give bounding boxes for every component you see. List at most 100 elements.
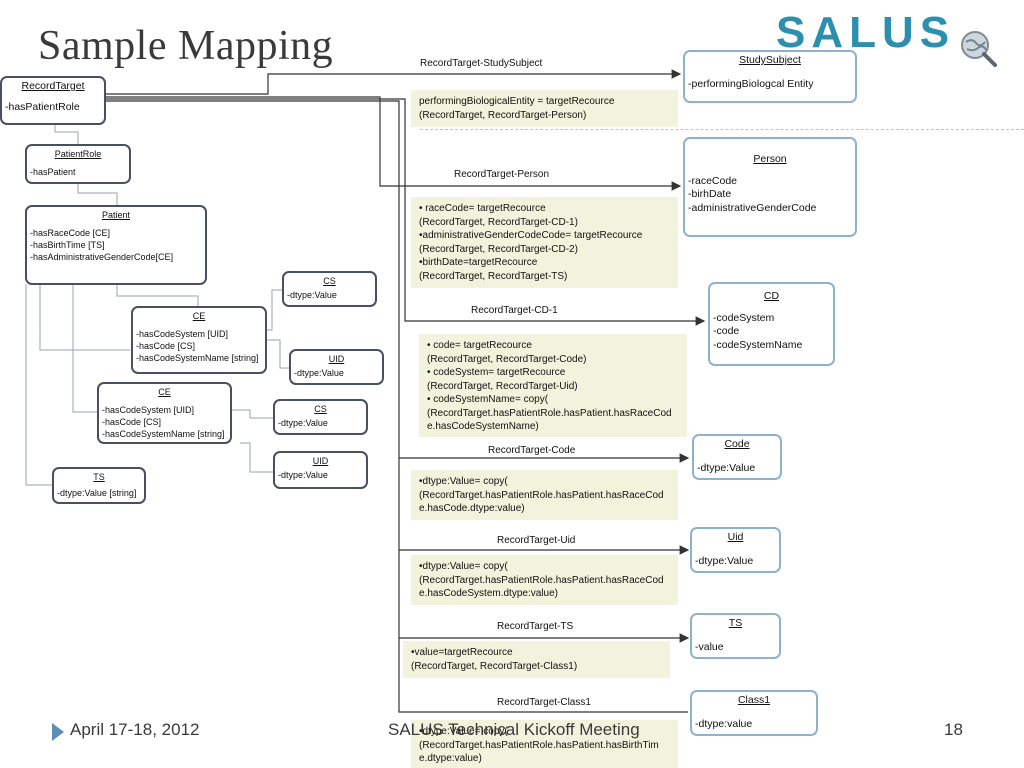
patient-role-title: PatientRole — [54, 149, 102, 159]
footer-triangle-icon — [52, 723, 64, 741]
footer-date: April 17-18, 2012 — [70, 720, 200, 739]
mapping-note-code: •dtype:Value= copy( (RecordTarget.hasPat… — [411, 470, 678, 520]
class1-attr: -dtype:value — [695, 717, 753, 730]
footer-page-number: 18 — [944, 720, 963, 739]
note-line: (RecordTarget, RecordTarget-Code) — [427, 353, 587, 365]
cs-box-2[interactable]: CS -dtype:Value — [273, 399, 368, 435]
ts-source-title: TS — [93, 472, 105, 482]
link-patient-ce2 — [72, 284, 97, 413]
ts-box-source[interactable]: TS -dtype:Value [string] — [52, 467, 146, 504]
record-target-attr: -hasPatientRole — [5, 101, 80, 113]
uid-target-title: Uid — [727, 531, 744, 543]
patient-attr: -hasRaceCode [CE] — [30, 228, 111, 238]
person-box[interactable]: Person -raceCode -birhDate -administrati… — [683, 137, 857, 237]
cs2-attr: -dtype:Value — [278, 418, 328, 428]
edge-line-spine — [105, 100, 688, 713]
link-patient-ce1 — [116, 284, 199, 308]
footer-event: SALUS Technical Kickoff Meeting — [388, 720, 640, 739]
note-line: • codeSystemName= copy( — [427, 394, 549, 405]
note-line: e.hasCodeSystemName) — [427, 421, 539, 432]
mapping-note-person: • raceCode= targetRecource (RecordTarget… — [411, 197, 678, 288]
link-rt-patientrole — [54, 124, 79, 147]
note-line: e.hasCode.dtype:value) — [419, 503, 525, 514]
study-subject-box[interactable]: StudySubject -performingBiologcal Entity — [683, 50, 857, 103]
study-subject-attr: -performingBiologcal Entity — [688, 77, 814, 90]
cd-attr: -code — [713, 325, 740, 337]
link-patientrole-patient — [77, 183, 118, 205]
link-ce2-cs2 — [231, 409, 274, 419]
mapping-note-study-subject: performingBiologicalEntity = targetRecou… — [411, 90, 678, 127]
ce-box-1[interactable]: CE -hasCodeSystem [UID] -hasCode [CS] -h… — [131, 306, 267, 374]
uid-box-2[interactable]: UID -dtype:Value — [273, 451, 368, 489]
ce2-attr: -hasCodeSystemName [string] — [102, 429, 225, 439]
person-attr: -birhDate — [688, 188, 732, 200]
edge-line-study-subject — [105, 69, 682, 95]
person-attr: -raceCode — [688, 174, 738, 187]
edge-line-person — [105, 96, 682, 191]
edge-label-study-subject: RecordTarget-StudySubject — [420, 58, 543, 69]
ce2-attr: -hasCode [CS] — [102, 417, 162, 427]
note-line: (RecordTarget, RecordTarget-TS) — [419, 270, 568, 282]
study-subject-title: StudySubject — [739, 54, 801, 66]
note-line: (RecordTarget, RecordTarget-CD-2) — [419, 243, 578, 255]
note-line: • code= targetRecource — [427, 340, 532, 351]
globe-magnifier-icon — [961, 31, 997, 67]
ce1-attr: -hasCodeSystemName [string] — [136, 353, 259, 363]
mapping-note-ts: •value=targetRecource (RecordTarget, Rec… — [403, 641, 670, 678]
ts-target-title: TS — [728, 617, 743, 629]
edge-label-code: RecordTarget-Code — [488, 445, 576, 456]
note-line: (RecordTarget.hasPatientRole.hasPatient.… — [419, 574, 664, 586]
patient-role-attr: -hasPatient — [30, 167, 76, 177]
edge-label-uid: RecordTarget-Uid — [497, 535, 576, 546]
edge-label-ts: RecordTarget-TS — [497, 621, 574, 632]
class1-title: Class1 — [737, 694, 771, 706]
link-patient-ts — [25, 284, 52, 486]
record-target-title: RecordTarget — [21, 80, 85, 92]
patient-role-box[interactable]: PatientRole -hasPatient — [25, 144, 131, 184]
salus-logo: SALUS — [776, 8, 956, 57]
note-line: e.dtype:value) — [419, 753, 482, 764]
record-target-box[interactable]: RecordTarget -hasPatientRole — [0, 76, 106, 125]
note-line: •birthDate=targetRecource — [419, 257, 538, 268]
mapping-note-class1: •dtype:Value= copy( (RecordTarget.hasPat… — [411, 720, 678, 768]
ce1-attr: -hasCode [CS] — [136, 341, 196, 351]
note-line: (RecordTarget.hasPatientRole.hasPatient.… — [427, 407, 672, 419]
code-box[interactable]: Code -dtype:Value — [692, 434, 782, 480]
ts-source-attr: -dtype:Value [string] — [57, 488, 137, 498]
note-line: (RecordTarget.hasPatientRole.hasPatient.… — [419, 739, 659, 751]
patient-attr: -hasBirthTime [TS] — [30, 240, 105, 250]
link-ce1-uid1 — [267, 339, 290, 369]
class1-box[interactable]: Class1 -dtype:value — [690, 690, 818, 736]
ce2-attr: -hasCodeSystem [UID] — [102, 405, 195, 415]
edge-label-class1: RecordTarget-Class1 — [497, 697, 591, 708]
cs1-title: CS — [323, 276, 336, 286]
uid2-title: UID — [312, 456, 329, 466]
note-line: • raceCode= targetRecource — [419, 203, 546, 214]
uid-box-1[interactable]: UID -dtype:Value — [289, 349, 384, 385]
cd-box[interactable]: CD -codeSystem -code -codeSystemName — [708, 282, 835, 366]
note-line: (RecordTarget, RecordTarget-Class1) — [411, 660, 578, 672]
ce1-title: CE — [192, 311, 206, 321]
mapping-note-uid: •dtype:Value= copy( (RecordTarget.hasPat… — [411, 555, 678, 605]
note-line: (RecordTarget, RecordTarget-Uid) — [427, 380, 578, 392]
cs-box-1[interactable]: CS -dtype:Value — [282, 271, 377, 307]
note-line: e.hasCodeSystem.dtype:value) — [419, 588, 558, 599]
note-line: performingBiologicalEntity = targetRecou… — [419, 96, 615, 107]
note-line: • codeSystem= targetRecource — [427, 367, 566, 378]
note-line: (RecordTarget, RecordTarget-CD-1) — [419, 216, 578, 228]
ts-target-box[interactable]: TS -value — [690, 613, 781, 659]
person-title: Person — [753, 153, 787, 165]
uid-target-box[interactable]: Uid -dtype:Value — [690, 527, 781, 573]
patient-title: Patient — [101, 210, 131, 220]
link-patient-bracket — [39, 284, 130, 351]
slide-title: Sample Mapping — [38, 23, 334, 69]
cs1-attr: -dtype:Value — [287, 290, 337, 300]
ce-box-2[interactable]: CE -hasCodeSystem [UID] -hasCode [CS] -h… — [97, 382, 232, 444]
link-ce2-uid2 — [240, 442, 274, 473]
cs2-title: CS — [314, 404, 327, 414]
note-line: •dtype:Value= copy( — [419, 561, 508, 572]
note-line: (RecordTarget.hasPatientRole.hasPatient.… — [419, 489, 664, 501]
person-attr: -administrativeGenderCode — [688, 201, 817, 214]
patient-box[interactable]: Patient -hasRaceCode [CE] -hasBirthTime … — [25, 205, 207, 285]
note-line: •dtype:Value= copy( — [419, 726, 508, 737]
